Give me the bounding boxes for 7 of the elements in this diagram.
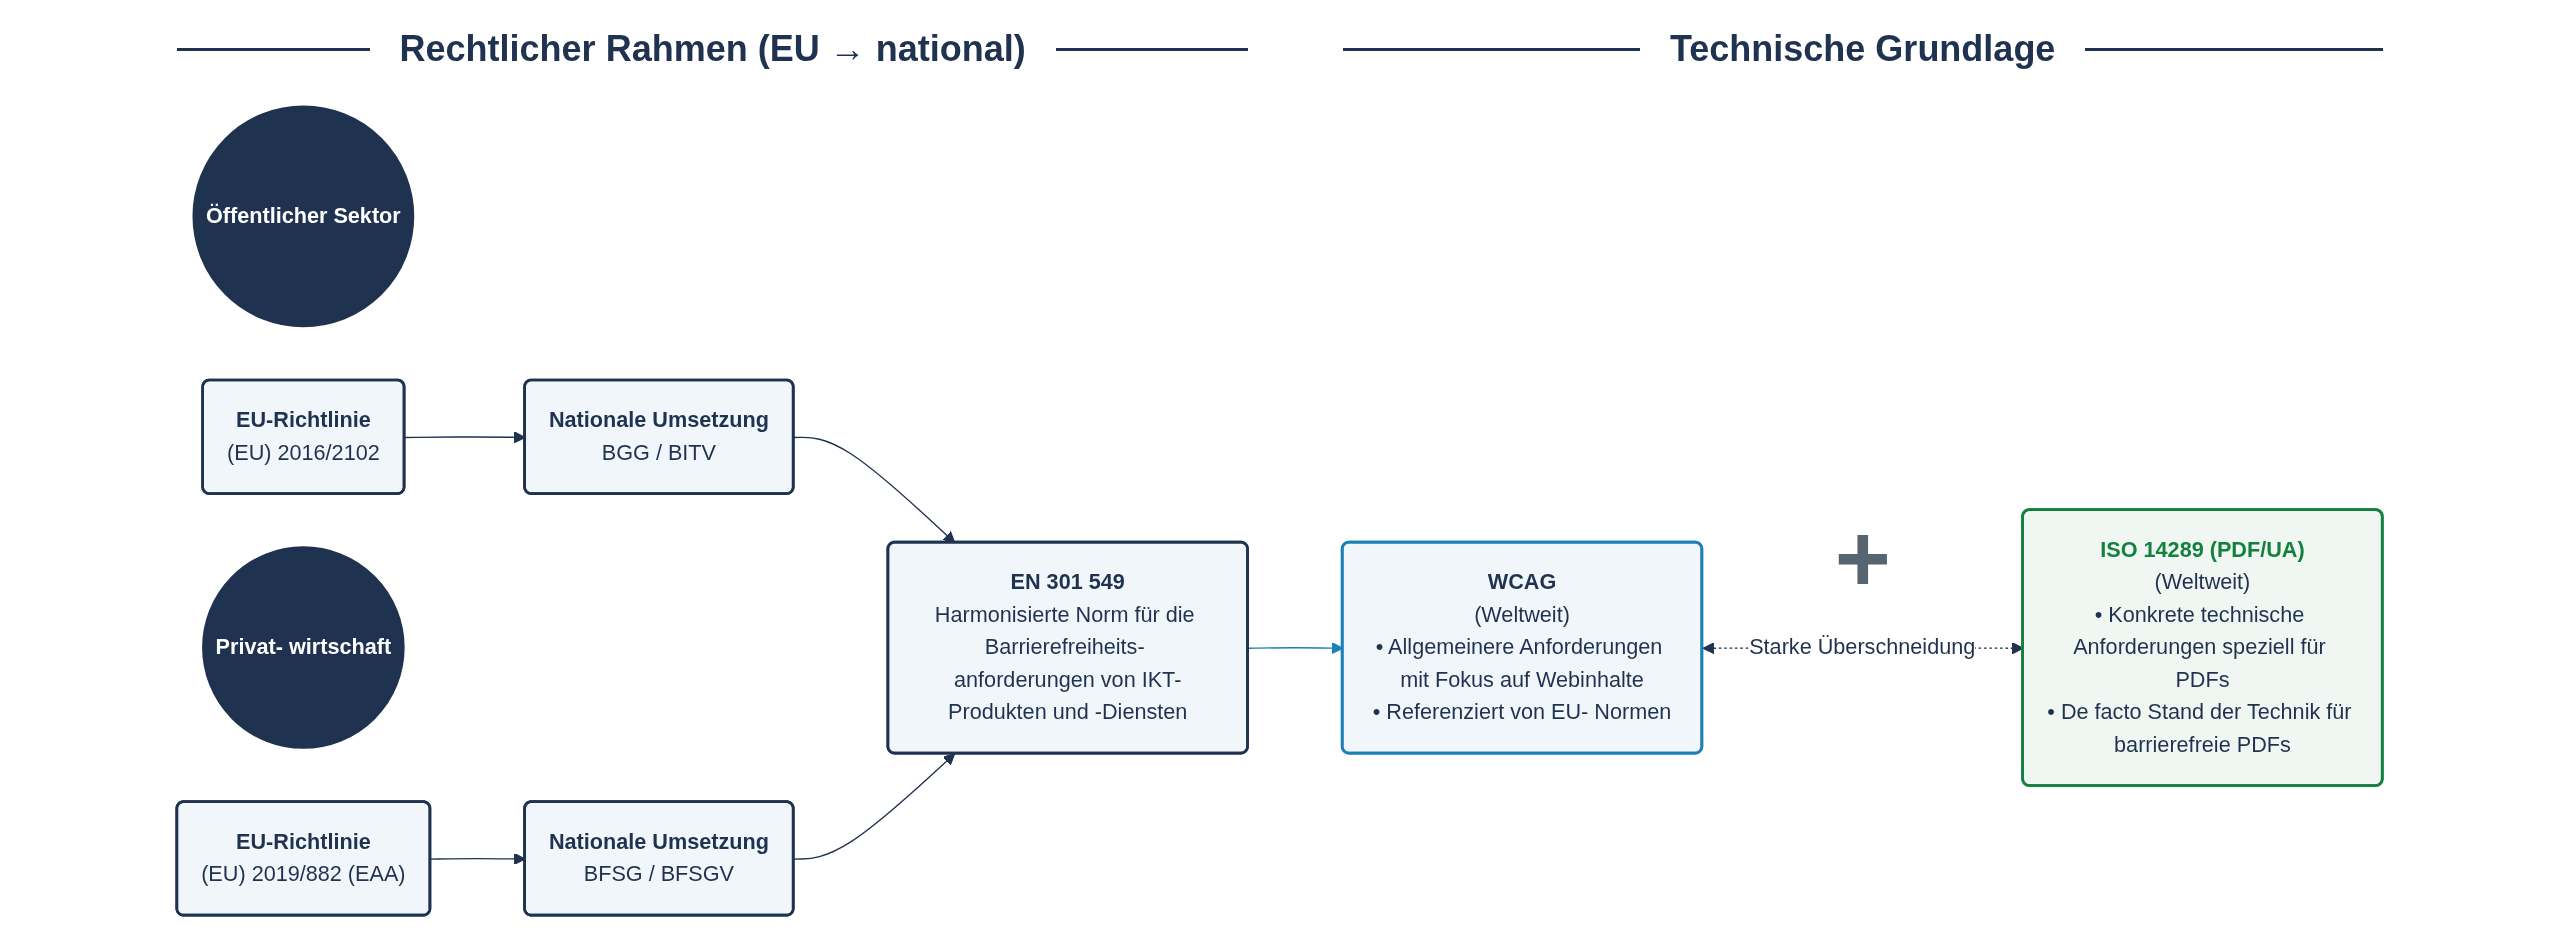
plus-sign: + bbox=[1834, 511, 1891, 608]
edge-label: Starke Überschneidung bbox=[1749, 635, 1976, 659]
arrow bbox=[793, 753, 956, 860]
node-circle: Öffentlicher Sektor bbox=[192, 105, 415, 328]
section-heading: Technische Grundlage bbox=[1669, 28, 2056, 70]
node-circle: Privat- wirtschaft bbox=[202, 546, 406, 749]
section-heading: Rechtlicher Rahmen (EU → national) bbox=[399, 28, 1026, 70]
